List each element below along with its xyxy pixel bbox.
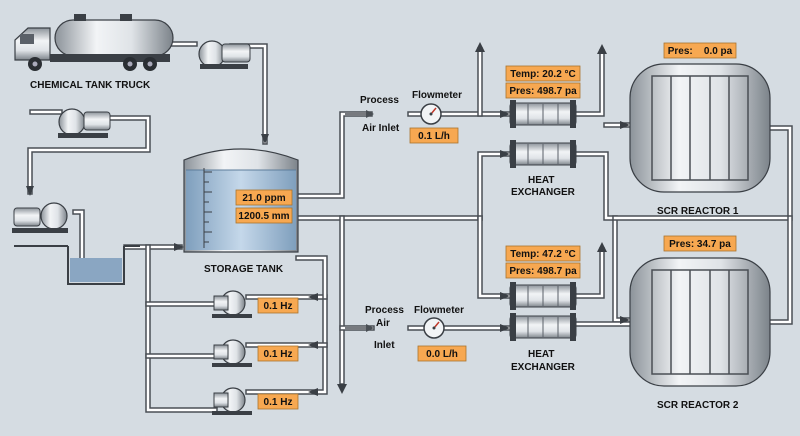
flowmeter-1[interactable] <box>420 103 442 125</box>
process-air-2-label-line2: Air <box>376 318 390 329</box>
pump-icon <box>212 387 252 415</box>
hx1-label-line1: HEAT <box>528 175 554 186</box>
hx2-label-line1: HEAT <box>528 349 554 360</box>
flow-1-value: 0.1 L/h <box>418 131 450 142</box>
hx1-pres-value: Pres: 498.7 pa <box>509 86 577 97</box>
reactor-icon <box>629 63 771 193</box>
storage-tank-label: STORAGE TANK <box>204 264 284 275</box>
tank-level-box <box>235 207 293 224</box>
flow-arrows <box>26 42 630 396</box>
flow-2-box <box>417 345 467 362</box>
arrow-icon <box>500 324 510 332</box>
arrow-icon <box>620 121 630 129</box>
pump-1[interactable] <box>212 290 252 318</box>
collection-basin <box>14 245 140 285</box>
hx2-temp-value: Temp: 47.2 °C <box>510 249 576 260</box>
flowmeter-gauge-icon <box>423 317 445 339</box>
hx1-label-line2: EXCHANGER <box>511 187 576 198</box>
pump1-freq-value: 0.1 Hz <box>264 301 293 312</box>
level-scale <box>203 168 212 248</box>
arrow-icon <box>500 292 510 300</box>
arrow-icon <box>500 150 510 158</box>
reactor-icon <box>629 257 771 387</box>
process-air-2-label-line3: Inlet <box>374 340 395 351</box>
flow-1-box <box>409 127 459 144</box>
arrow-icon <box>597 242 607 252</box>
flowmeter-gauge-icon <box>420 103 442 125</box>
arrow-icon <box>597 44 607 54</box>
process-air-1-label-line1: Process <box>360 95 399 106</box>
hx2-temp-box <box>505 245 581 262</box>
flowmeter-2[interactable] <box>423 317 445 339</box>
pump-icon <box>212 339 252 367</box>
hx1-pres-box <box>505 82 581 99</box>
reactor1-pres-box <box>663 42 737 59</box>
pump2-freq-box <box>257 345 299 362</box>
pump-basin[interactable] <box>12 202 68 233</box>
reactor1-pres-value: Pres: 0.0 pa <box>668 46 733 57</box>
tank-concentration-value: 21.0 ppm <box>242 193 285 204</box>
arrow-icon <box>620 316 630 324</box>
pump3-freq-box <box>257 393 299 410</box>
arrow-icon <box>261 134 269 144</box>
process-air-2-label-line1: Process <box>365 305 404 316</box>
arrow-icon <box>500 110 510 118</box>
pump-top[interactable] <box>198 40 251 69</box>
arrow-icon <box>308 341 318 349</box>
tank-concentration-box <box>235 189 293 206</box>
flowmeter-2-label: Flowmeter <box>414 305 464 316</box>
hx1-temp-box <box>505 65 581 82</box>
reactor2-label: SCR REACTOR 2 <box>657 400 739 411</box>
pump-left-upper[interactable] <box>58 108 111 138</box>
truck-label: CHEMICAL TANK TRUCK <box>30 80 151 91</box>
heat-exchanger-1[interactable] <box>509 100 577 168</box>
arrow-icon <box>308 388 318 396</box>
pump-icon <box>198 40 251 69</box>
pump1-freq-box <box>257 297 299 314</box>
heat-exchanger-2[interactable] <box>509 282 577 341</box>
arrow-icon <box>337 384 347 394</box>
reactor1-label: SCR REACTOR 1 <box>657 206 739 217</box>
pump-icon <box>58 108 111 138</box>
heat-exchanger-icon <box>509 282 577 341</box>
pump-2[interactable] <box>212 339 252 367</box>
flowmeter-1-label: Flowmeter <box>412 90 462 101</box>
arrow-icon <box>308 293 318 301</box>
arrow-icon <box>174 243 184 251</box>
reactor2-pres-value: Pres: 34.7 pa <box>669 239 731 250</box>
arrow-icon <box>475 42 485 52</box>
pump3-freq-value: 0.1 Hz <box>264 397 293 408</box>
scr-reactor-1[interactable] <box>629 63 771 193</box>
pump-icon <box>212 290 252 318</box>
reactor2-pres-box <box>663 235 737 252</box>
process-air-1-label-line2: Air Inlet <box>362 123 400 134</box>
hx2-label-line2: EXCHANGER <box>511 362 576 373</box>
hx2-pres-box <box>505 262 581 279</box>
tank-truck-icon <box>14 14 174 71</box>
tank-level-value: 1200.5 mm <box>238 211 289 222</box>
flow-2-value: 0.0 L/h <box>426 349 458 360</box>
pump-icon <box>12 202 68 233</box>
heat-exchanger-icon <box>509 100 577 168</box>
pump2-freq-value: 0.1 Hz <box>264 349 293 360</box>
hx1-temp-value: Temp: 20.2 °C <box>510 69 576 80</box>
hx2-pres-value: Pres: 498.7 pa <box>509 266 577 277</box>
pump-3[interactable] <box>212 387 252 415</box>
arrow-icon <box>26 186 34 196</box>
scr-reactor-2[interactable] <box>629 257 771 387</box>
